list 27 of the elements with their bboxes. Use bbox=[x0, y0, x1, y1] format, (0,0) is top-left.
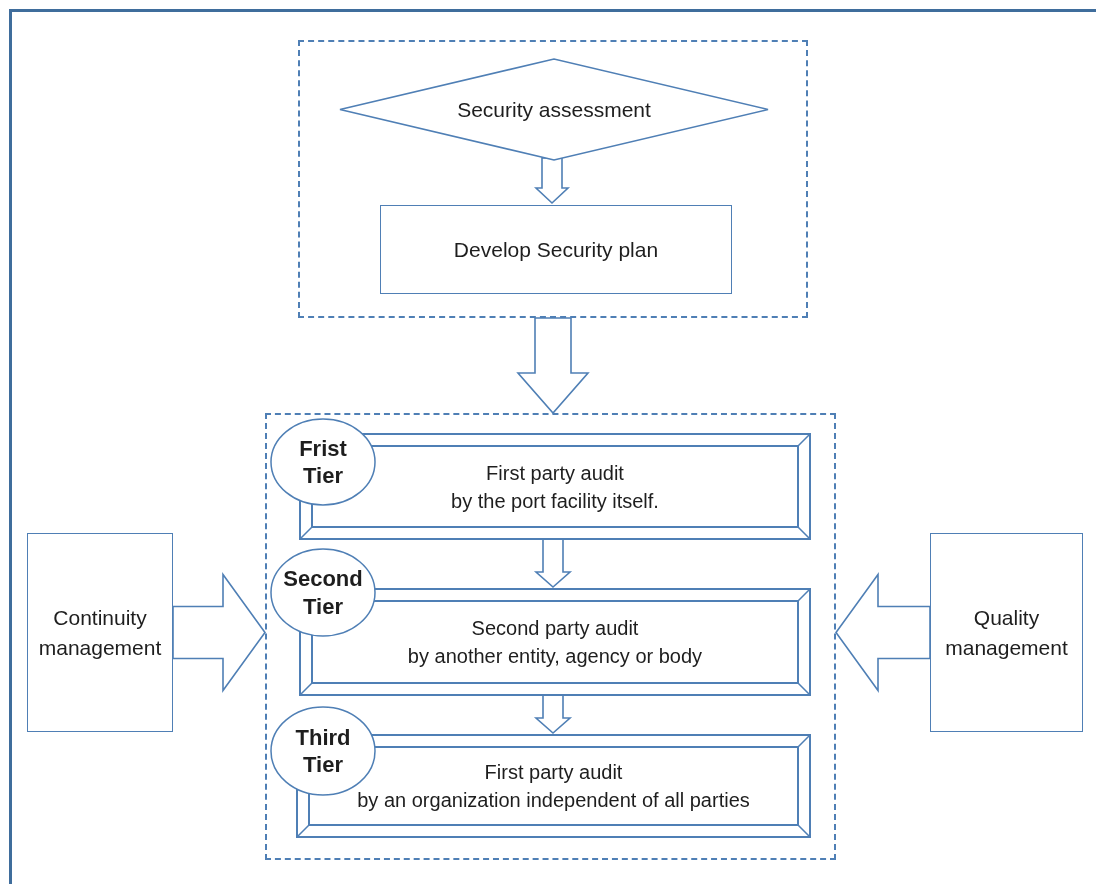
dashed-group-box bbox=[265, 413, 836, 860]
tier-label: Frist Tier bbox=[298, 434, 348, 490]
block-arrow bbox=[172, 572, 266, 693]
box-label: Continuity management bbox=[37, 605, 163, 661]
tier-ellipse bbox=[271, 419, 375, 505]
block-arrow bbox=[835, 572, 931, 693]
box-label: Quality management bbox=[944, 605, 1069, 661]
block-arrow bbox=[533, 157, 571, 205]
box-label: Develop Security plan bbox=[453, 236, 659, 263]
audit-description: by the port facility itself. bbox=[451, 488, 659, 514]
audit-title: First party audit bbox=[484, 760, 623, 785]
block-arrow bbox=[516, 317, 590, 415]
tier-label: Third Tier bbox=[294, 723, 352, 779]
side-box bbox=[27, 533, 173, 732]
audit-description: by another entity, agency or body bbox=[407, 644, 703, 669]
audit-title: First party audit bbox=[486, 460, 624, 486]
bevel-box bbox=[300, 589, 810, 695]
side-box bbox=[930, 533, 1083, 732]
audit-title: Second party audit bbox=[471, 616, 639, 641]
dashed-group-box bbox=[298, 40, 808, 318]
diamond-label: Security assessment bbox=[457, 96, 651, 123]
tier-ellipse bbox=[271, 549, 375, 636]
audit-description: by an organization independent of all parties bbox=[357, 788, 750, 813]
process-box bbox=[380, 205, 732, 294]
tier-label: Second Tier bbox=[283, 565, 363, 620]
decision-diamond bbox=[340, 59, 768, 160]
bevel-box bbox=[300, 434, 810, 539]
